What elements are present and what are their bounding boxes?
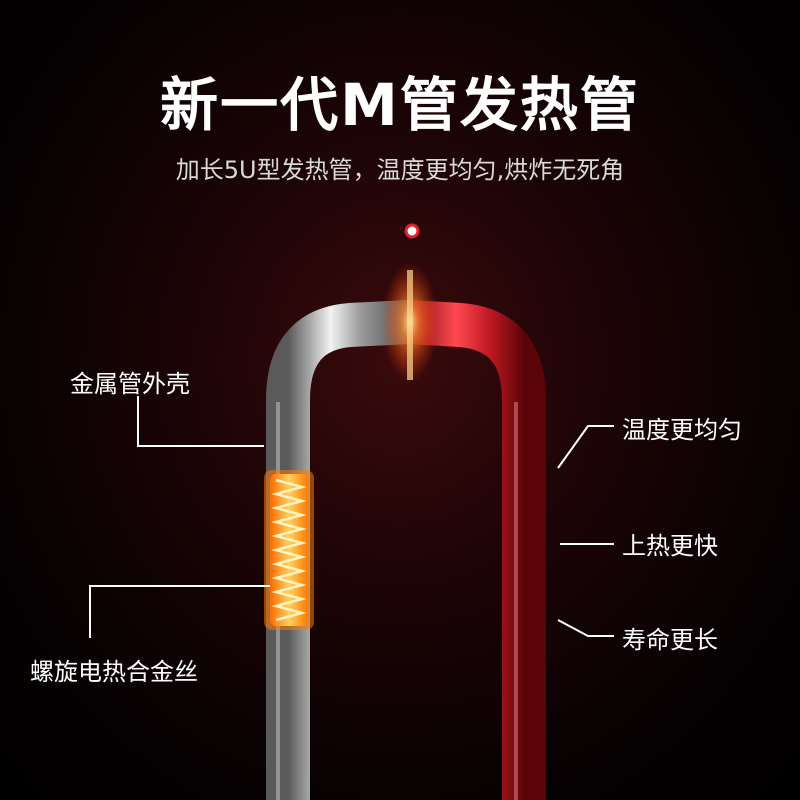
callout-even-temperature: 温度更均匀 — [622, 416, 742, 444]
callout-faster-heating: 上热更快 — [622, 532, 718, 560]
leader-line-even — [557, 425, 614, 469]
page-title: 新一代M管发热管 — [160, 71, 640, 139]
spiral-wire-icon — [271, 478, 307, 622]
page-subtitle: 加长5U型发热管，温度更均匀,烘炸无死角 — [175, 156, 625, 184]
callout-longer-life: 寿命更长 — [622, 626, 718, 654]
callout-spiral-wire: 螺旋电热合金丝 — [30, 658, 198, 686]
leader-line-life — [557, 619, 614, 637]
callout-metal-shell: 金属管外壳 — [70, 370, 190, 398]
metal-tube-shell — [266, 300, 412, 800]
red-hot-tube — [408, 300, 546, 800]
leader-line-shell — [137, 396, 264, 447]
leader-line-wire — [89, 585, 270, 638]
spark-dot-icon — [404, 223, 420, 239]
